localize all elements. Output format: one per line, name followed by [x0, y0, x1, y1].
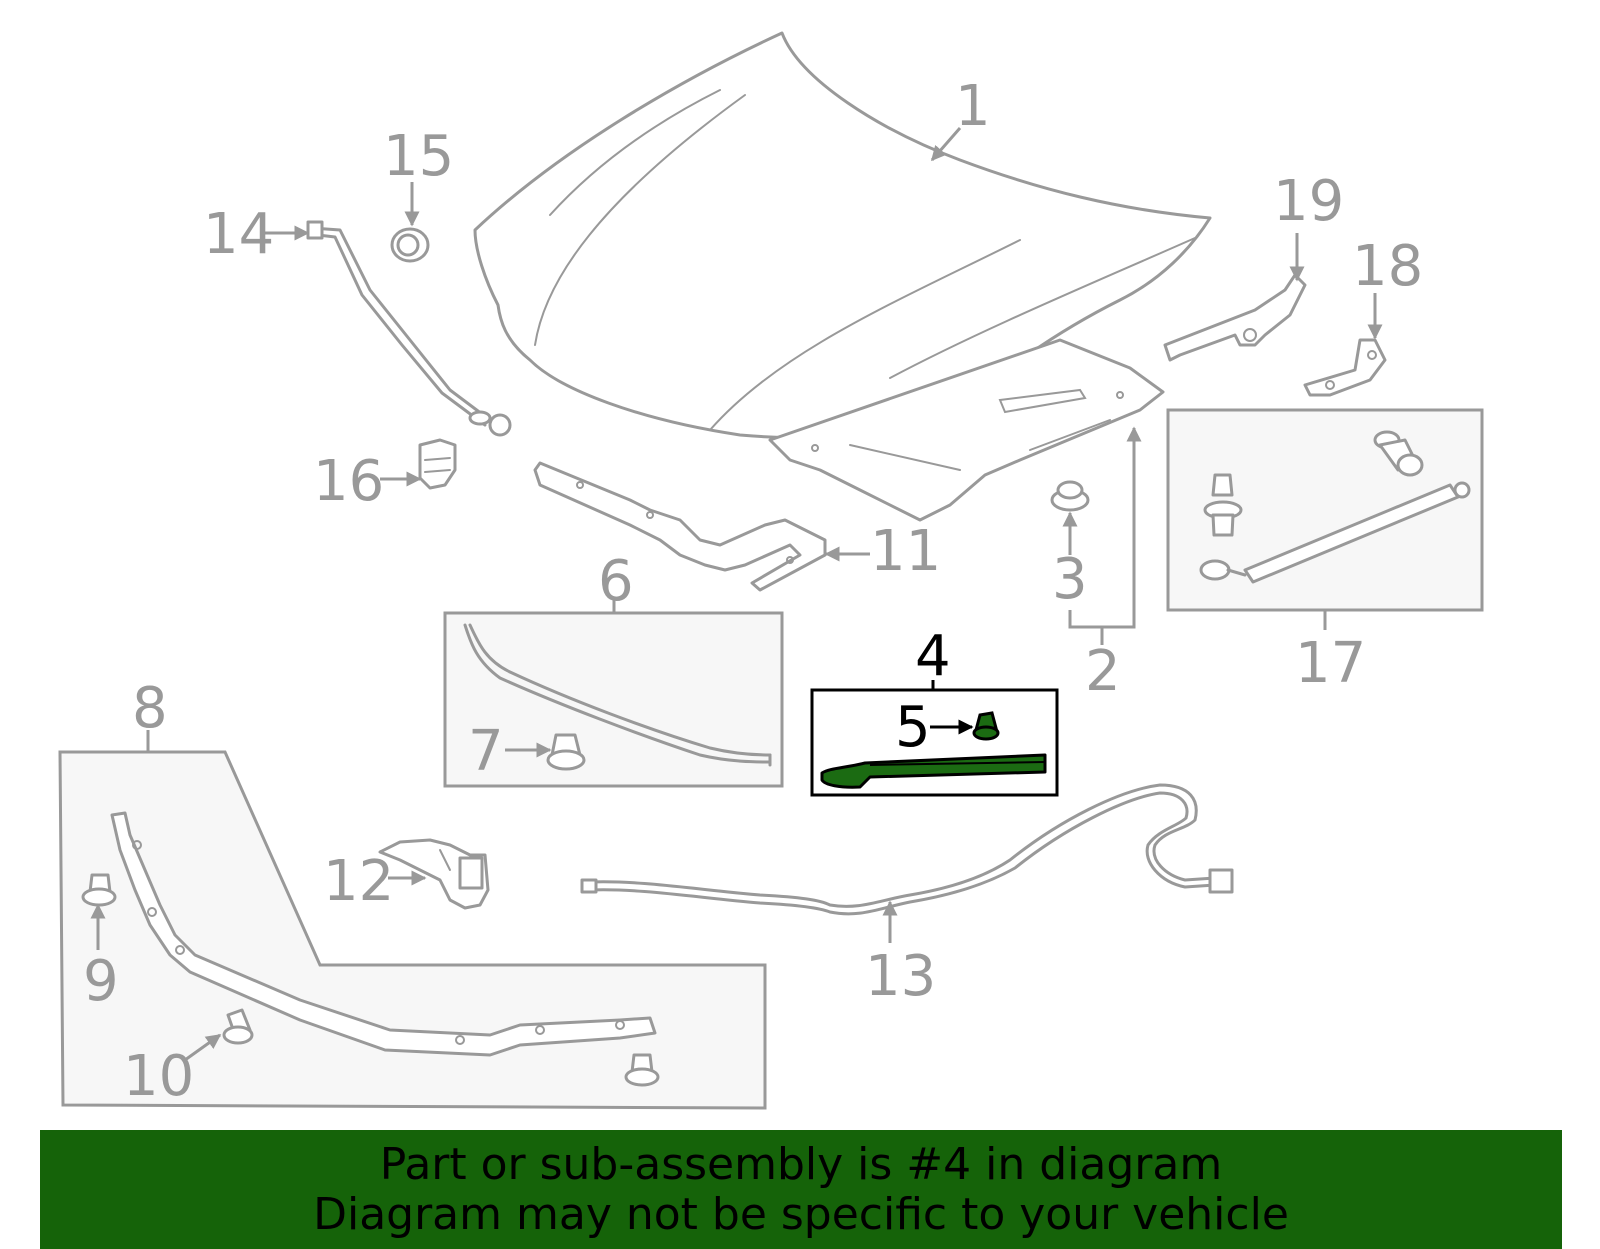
callout-17: 17: [1295, 631, 1366, 696]
callout-14: 14: [203, 202, 274, 267]
callout-10: 10: [123, 1044, 194, 1109]
callout-labels: 1 2 3 4 5 6 7 8 9 10 11 12 13 14 15 16 1…: [83, 74, 1423, 1109]
part-3-clip[interactable]: [1050, 480, 1090, 512]
part-15-grommet[interactable]: [390, 227, 430, 263]
callout-15: 15: [383, 124, 454, 189]
callout-3: 3: [1052, 547, 1088, 612]
part-5-clip[interactable]: [972, 711, 1000, 741]
part-6-box[interactable]: [443, 611, 784, 788]
callout-19: 19: [1273, 169, 1344, 234]
banner-line-2: Diagram may not be specific to your vehi…: [313, 1189, 1289, 1240]
callout-5: 5: [895, 695, 931, 760]
part-18-bracket[interactable]: [1303, 338, 1387, 397]
callout-8: 8: [132, 676, 168, 741]
part-13-cable[interactable]: [580, 783, 1234, 916]
part-12-latch[interactable]: [378, 838, 490, 910]
callout-9: 9: [83, 949, 119, 1014]
part-4-seal[interactable]: [820, 753, 1047, 789]
callout-6: 6: [598, 549, 634, 614]
callout-1: 1: [955, 74, 991, 139]
part-6-seal[interactable]: [463, 623, 772, 767]
callout-4: 4: [915, 624, 951, 689]
part-9-clip[interactable]: [81, 873, 117, 907]
part-17-strut[interactable]: [1199, 430, 1471, 584]
callout-11: 11: [870, 519, 941, 584]
callout-16: 16: [313, 449, 384, 514]
part-11-seal[interactable]: [533, 461, 827, 592]
part-7-clip[interactable]: [546, 733, 586, 771]
callout-12: 12: [323, 849, 394, 914]
part-16-clip[interactable]: [418, 438, 457, 490]
banner-line-1: Part or sub-assembly is #4 in diagram: [379, 1139, 1223, 1190]
part-8-extra-clip[interactable]: [624, 1053, 660, 1087]
part-14-release-cable[interactable]: [306, 220, 512, 437]
banner-background: [40, 1130, 1562, 1249]
callout-13: 13: [865, 944, 936, 1009]
part-2-hood-insulator[interactable]: [768, 338, 1165, 522]
part-10-clip[interactable]: [222, 1008, 254, 1045]
notice-banner: Part or sub-assembly is #4 in diagram Di…: [40, 1130, 1562, 1249]
callout-2: 2: [1085, 639, 1121, 704]
part-19-hinge[interactable]: [1163, 273, 1307, 362]
part-1-hood[interactable]: [473, 31, 1212, 440]
callout-7: 7: [468, 719, 504, 784]
callout-18: 18: [1352, 234, 1423, 299]
part-8-seal[interactable]: [110, 811, 657, 1057]
leaders: [90, 127, 1383, 1062]
